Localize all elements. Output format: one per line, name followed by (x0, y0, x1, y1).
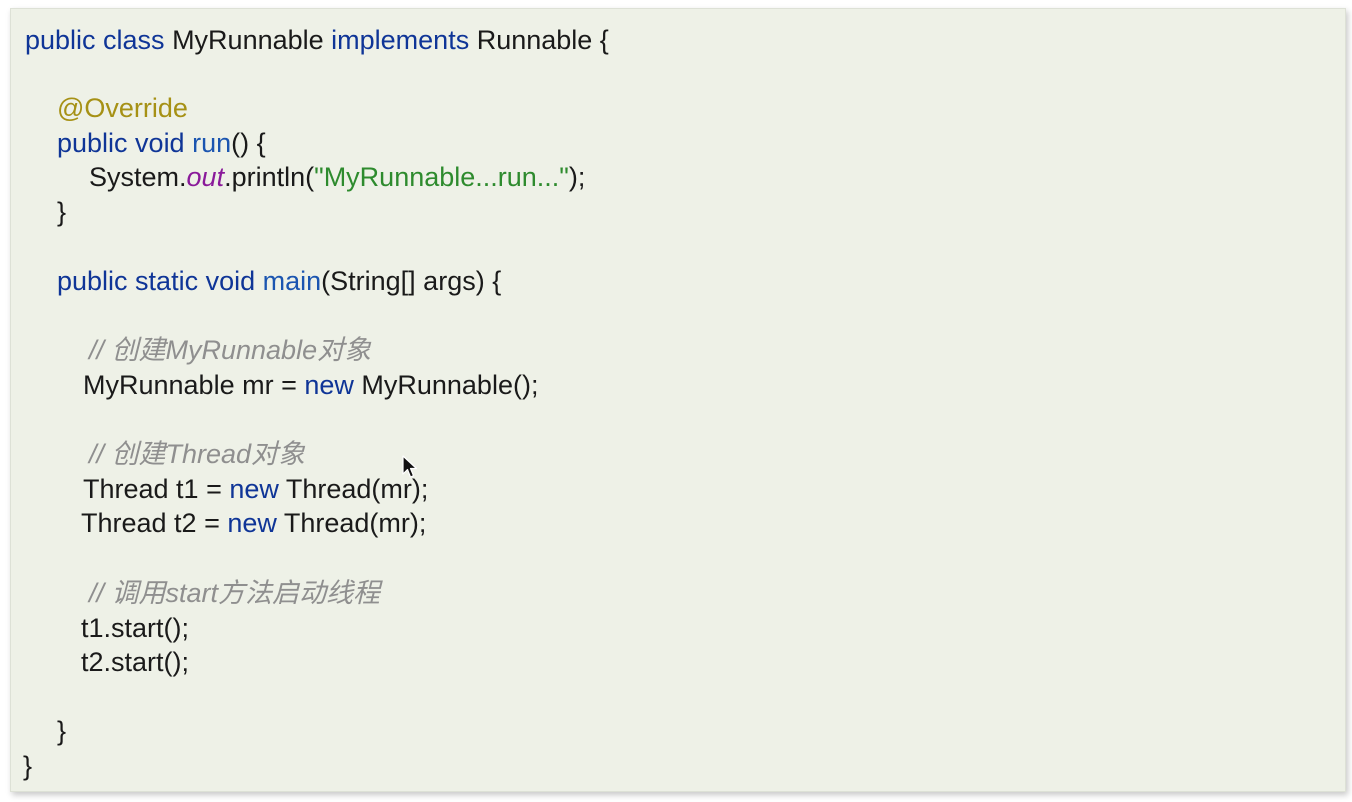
keyword: implements (331, 25, 470, 55)
code-text: Thread(mr); (276, 508, 427, 538)
keyword: public class (25, 25, 165, 55)
code-text (255, 266, 263, 296)
keyword: new (304, 370, 354, 400)
keyword: public void (57, 128, 185, 158)
code-comment: // 创建Thread对象 (89, 439, 306, 469)
mouse-pointer-icon (402, 455, 418, 478)
code-comment: // 调用start方法启动线程 (89, 578, 381, 608)
code-line-class-declaration: public class MyRunnable implements Runna… (25, 23, 609, 57)
code-text: Runnable { (469, 25, 609, 55)
code-panel (10, 8, 1346, 792)
code-text: MyRunnable(); (353, 370, 539, 400)
code-text: (String[] args) { (321, 266, 502, 296)
code-text: .println( (224, 162, 315, 192)
code-text: Thread t1 = (83, 474, 230, 504)
code-line-main-declaration: public static void main(String[] args) { (57, 264, 501, 298)
code-line-t1-start: t1.start(); (81, 613, 190, 643)
code-line-run-declaration: public void run() { (57, 126, 266, 160)
code-text: () { (231, 128, 266, 158)
class-name: MyRunnable (164, 25, 332, 55)
code-text: Thread(mr); (278, 474, 429, 504)
code-text: Thread t2 = (81, 508, 228, 538)
code-line-t2-start: t2.start(); (81, 647, 190, 677)
method-name: main (262, 266, 322, 296)
code-line-myrunnable-instance: MyRunnable mr = new MyRunnable(); (83, 368, 538, 402)
code-line-close-brace: } (57, 716, 67, 746)
code-line-close-brace: } (57, 197, 67, 227)
code-line-thread-t1: Thread t1 = new Thread(mr); (83, 472, 428, 506)
code-text: System. (89, 162, 187, 192)
keyword: new (229, 474, 279, 504)
string-literal: "MyRunnable...run..." (314, 162, 569, 192)
code-line-thread-t2: Thread t2 = new Thread(mr); (81, 506, 426, 540)
code-comment: // 创建MyRunnable对象 (89, 335, 372, 365)
annotation: @Override (57, 93, 188, 123)
code-text (185, 128, 193, 158)
static-field: out (186, 162, 225, 192)
method-name: run (192, 128, 232, 158)
keyword: public static void (57, 266, 256, 296)
code-text: ); (568, 162, 586, 192)
keyword: new (227, 508, 277, 538)
code-line-close-brace: } (23, 751, 33, 781)
code-text: MyRunnable mr = (83, 370, 305, 400)
code-line-annotation: @Override (57, 91, 188, 125)
code-line-println: System.out.println("MyRunnable...run..."… (89, 160, 585, 194)
